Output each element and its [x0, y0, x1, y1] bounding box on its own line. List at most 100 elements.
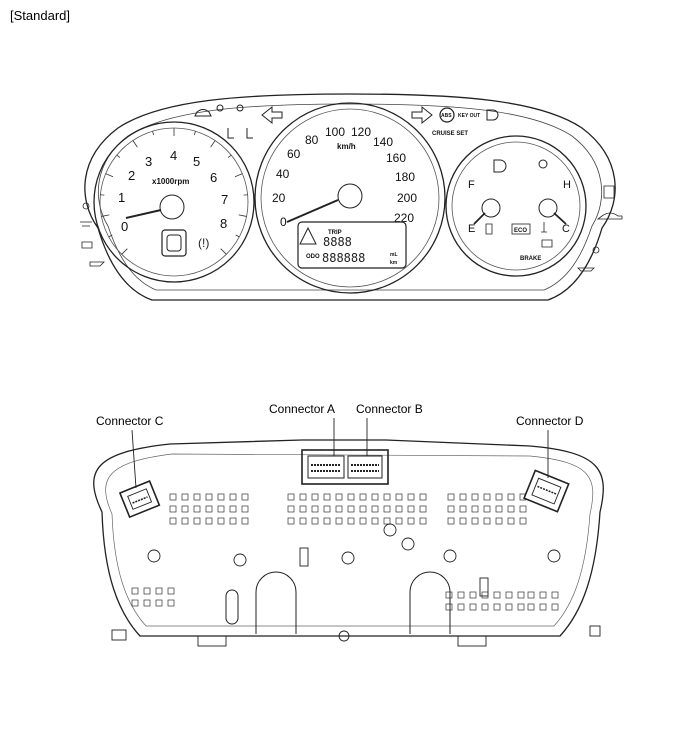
vent-hole — [359, 517, 367, 525]
speedometer-tick-0: 0 — [280, 215, 287, 229]
vent-hole — [335, 505, 343, 513]
vent-hole — [371, 517, 379, 525]
fuel-needle — [473, 212, 486, 225]
vent-hole — [551, 591, 559, 599]
connector-a-label: Connector A — [269, 402, 335, 416]
temp-cold-label: C — [562, 223, 570, 235]
vent-hole — [527, 603, 535, 611]
vent-hole — [517, 603, 525, 611]
fuel-temp-gauge: F E H C ECO BRAKE — [445, 135, 587, 277]
cluster-rear-view: Connector C Connector A Connector B Conn… — [93, 402, 604, 647]
tachometer-tick-mark — [116, 154, 121, 158]
vent-hole — [471, 517, 479, 525]
vent-hole — [407, 517, 415, 525]
speedometer-tick-180: 180 — [395, 170, 415, 184]
vent-hole — [287, 493, 295, 501]
left-turn-signal-icon — [261, 105, 283, 125]
speedometer-tick-160: 160 — [386, 151, 406, 165]
tachometer-tick-mark — [235, 234, 240, 238]
vent-hole — [539, 591, 547, 599]
speedometer-tick-20: 20 — [272, 191, 286, 205]
tachometer-outer-ring — [93, 121, 255, 283]
vent-hole — [181, 517, 189, 525]
speedometer-tick-120: 120 — [351, 125, 371, 139]
vent-hole — [155, 599, 163, 607]
bottom-tab-1 — [111, 629, 127, 641]
cruise-set-label: CRUISE SET — [432, 131, 468, 137]
vent-hole — [155, 587, 163, 595]
center-slot — [225, 589, 239, 625]
vent-hole — [229, 517, 237, 525]
mount-hole-6 — [443, 549, 457, 563]
vent-hole — [167, 587, 175, 595]
vent-hole — [347, 505, 355, 513]
connector-b — [347, 455, 383, 479]
vent-hole — [205, 505, 213, 513]
vent-hole — [551, 603, 559, 611]
bottom-right-icon — [577, 267, 595, 272]
vent-hole — [143, 587, 151, 595]
vent-hole — [407, 505, 415, 513]
right-arch — [409, 571, 451, 634]
vent-hole — [507, 517, 515, 525]
fuel-needle-hub — [481, 198, 501, 218]
vent-hole — [395, 517, 403, 525]
airbag-icon — [216, 104, 224, 112]
cluster-outer-housing — [84, 93, 616, 301]
tachometer-tick-0: 0 — [121, 219, 128, 234]
bottom-tab-2 — [197, 635, 227, 647]
vent-hole — [193, 505, 201, 513]
vent-hole — [495, 493, 503, 501]
vent-hole — [457, 603, 465, 611]
vent-hole — [469, 591, 477, 599]
tachometer: 0 1 2 3 4 5 6 7 8 x1000rpm (!) — [93, 121, 255, 283]
mount-hole-3 — [341, 551, 355, 565]
seat-icon-2 — [246, 128, 253, 139]
tachometer-tick-mark — [210, 140, 216, 148]
vent-hole — [395, 505, 403, 513]
vent-hole — [519, 505, 527, 513]
tachometer-tick-7: 7 — [221, 192, 228, 207]
vent-hole — [505, 591, 513, 599]
vent-hole — [193, 517, 201, 525]
vent-hole — [287, 505, 295, 513]
vent-hole — [471, 505, 479, 513]
vent-hole — [459, 517, 467, 525]
lcd-odo-label: ODO — [306, 254, 320, 260]
vent-hole — [217, 517, 225, 525]
speedometer-inner-ring — [260, 108, 440, 288]
battery-icon — [541, 239, 553, 248]
left-indicators — [80, 202, 105, 267]
lcd-trip-digits: 8888 — [323, 235, 352, 249]
fog-light-icon — [82, 202, 90, 210]
mount-hole-7 — [547, 549, 561, 563]
temp-warning-icon — [541, 222, 547, 233]
vent-hole — [193, 493, 201, 501]
speedometer-tick-40: 40 — [276, 167, 290, 181]
vent-hole — [169, 505, 177, 513]
vent-hole — [519, 517, 527, 525]
airbag-warning-icon — [592, 246, 600, 254]
lcd-trip-label: TRIP — [328, 230, 342, 236]
vent-hole — [169, 517, 177, 525]
vent-hole — [217, 493, 225, 501]
tachometer-needle — [125, 209, 162, 219]
mount-hole-1 — [147, 549, 161, 563]
tachometer-tick-mark — [152, 131, 155, 136]
lcd-odo-digits: 888888 — [322, 251, 365, 265]
vent-hole — [459, 505, 467, 513]
vent-hole — [505, 603, 513, 611]
cluster-front-view: 0 1 2 3 4 5 6 7 8 x1000rpm (!) 0 20 40 6… — [80, 93, 623, 301]
vent-hole — [517, 591, 525, 599]
vent-hole — [407, 493, 415, 501]
speedometer-tick-140: 140 — [373, 135, 393, 149]
vent-hole — [493, 591, 501, 599]
vent-hole — [311, 505, 319, 513]
vent-hole — [483, 505, 491, 513]
vent-hole — [311, 493, 319, 501]
clip-1 — [299, 547, 309, 567]
vent-hole — [371, 493, 379, 501]
car-topview-icon — [161, 229, 187, 257]
mount-hole-4 — [383, 523, 397, 537]
